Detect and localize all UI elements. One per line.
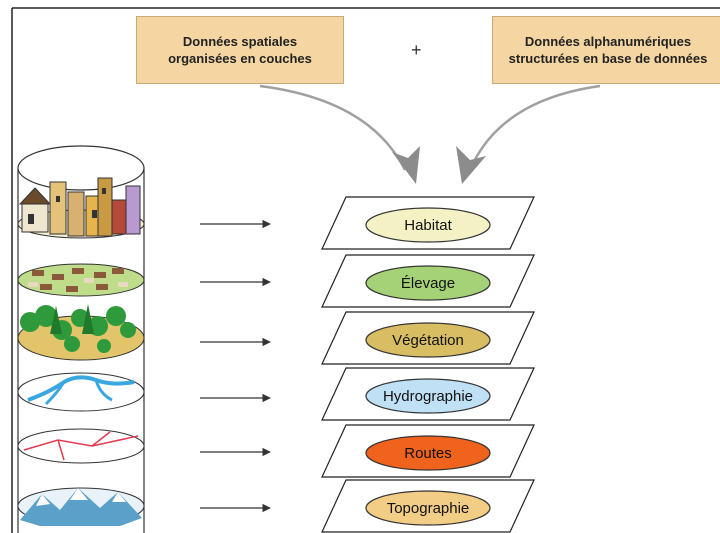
layer-label-topographie: Topographie (387, 500, 470, 517)
layer-label-vegetation: Végétation (392, 332, 464, 349)
river-icon (17, 372, 145, 412)
layer-label-hydrographie: Hydrographie (383, 388, 473, 405)
layer-ellipse-elevage (365, 265, 491, 301)
alphanumeric-data-text: Données alphanumériques structurées en b… (508, 34, 708, 66)
layer-label-habitat: Habitat (404, 217, 452, 234)
left-curved-arrow (259, 84, 407, 171)
layer-label-routes: Routes (404, 445, 452, 462)
right-curved-arrow (468, 84, 601, 171)
buildings-icon (17, 177, 145, 239)
alphanumeric-data-box: Données alphanumériques structurées en b… (492, 16, 720, 84)
layer-ellipse-routes (365, 435, 491, 471)
trees-icon (17, 304, 145, 361)
layer-ellipse-hydrographie (365, 378, 491, 414)
plus-sign: + (411, 40, 422, 60)
livestock-icon (17, 263, 145, 297)
layer-ellipse-habitat (365, 207, 491, 243)
left-arrowhead-icon (392, 146, 420, 184)
right-arrowhead-icon (456, 146, 486, 184)
layer-arrows (200, 219, 271, 513)
layer-label-elevage: Élevage (401, 275, 455, 292)
spatial-data-box: Données spatiales organisées en couches (136, 16, 344, 84)
roads-icon (17, 428, 145, 464)
layer-ellipse-topographie (365, 490, 491, 526)
cylinder-top (17, 145, 145, 191)
spatial-data-text: Données spatiales organisées en couches (168, 34, 312, 66)
mountains-icon (17, 487, 145, 526)
layer-planes: HabitatÉlevageVégétationHydrographieRout… (321, 196, 535, 533)
layer-ellipse-vegetation (365, 322, 491, 358)
